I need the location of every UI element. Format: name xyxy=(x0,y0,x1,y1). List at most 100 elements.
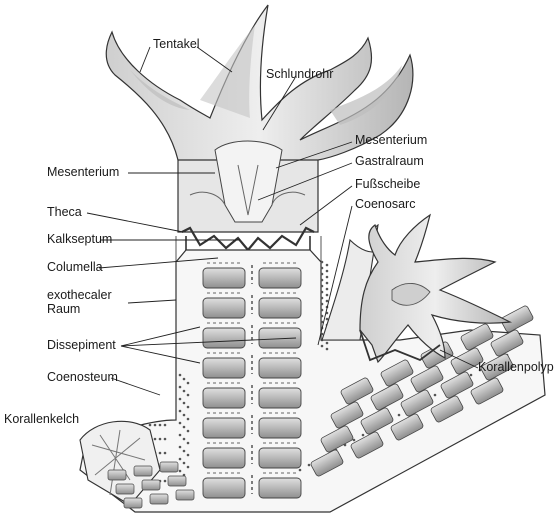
coenosteum-dot xyxy=(186,381,190,385)
branch-chamber xyxy=(340,377,374,405)
coenosteum-dot xyxy=(325,347,329,351)
skeleton-chamber xyxy=(258,477,302,499)
label-mesenterium-left: Mesenterium xyxy=(47,165,120,179)
branch-chamber xyxy=(430,395,464,423)
coenosteum-dot xyxy=(158,423,162,427)
side-polyp-crown xyxy=(359,213,513,364)
branch-chamber xyxy=(450,347,484,375)
skeleton-chamber xyxy=(202,267,246,289)
coenosteum-dot xyxy=(325,263,329,267)
coenosteum-dot xyxy=(182,377,186,381)
branch-chamber xyxy=(310,449,344,477)
skeleton-chamber xyxy=(202,327,246,349)
coenosteum-dot xyxy=(178,445,182,449)
coenosteum-dot xyxy=(325,341,329,345)
coenosteum-dot xyxy=(178,397,182,401)
coenosteum-dot xyxy=(178,433,182,437)
coenosteum-dot xyxy=(163,423,167,427)
branch-chamber xyxy=(133,465,153,477)
skeleton-chamber xyxy=(202,447,246,469)
branch-chamber xyxy=(480,353,514,381)
coenosteum-dot xyxy=(186,417,190,421)
branch-chamber xyxy=(141,479,161,491)
skeleton-chamber xyxy=(258,417,302,439)
skeleton-chamber xyxy=(202,297,246,319)
branch-chamber xyxy=(175,489,195,501)
label-exothecaler-raum: exothecaler Raum xyxy=(47,288,112,316)
coenosteum-dot xyxy=(178,373,182,377)
main-chambers xyxy=(202,262,302,499)
coenosteum-dot xyxy=(182,389,186,393)
branch-chamber xyxy=(159,461,179,473)
coenosteum-dot xyxy=(186,393,190,397)
coenosteum-dot xyxy=(433,393,437,397)
coenosteum-dot xyxy=(163,437,167,441)
label-coenosteum: Coenosteum xyxy=(47,370,118,384)
label-coenosarc: Coenosarc xyxy=(355,197,416,211)
branch-chamber xyxy=(470,377,504,405)
branch-chamber xyxy=(167,475,187,487)
skeleton-chamber xyxy=(202,357,246,379)
label-theca: Theca xyxy=(47,205,82,219)
coenosteum-dot xyxy=(361,433,365,437)
coenosteum-dot xyxy=(478,368,482,372)
coenosteum-dot xyxy=(320,332,324,336)
skeleton-chamber xyxy=(202,417,246,439)
branch-chamber xyxy=(360,407,394,435)
branch-chamber xyxy=(460,323,494,351)
coenosteum-dot xyxy=(148,423,152,427)
coenosteum-dot xyxy=(320,314,324,318)
branch-chamber xyxy=(370,383,404,411)
coenosteum-dot xyxy=(182,413,186,417)
coenosteum-dot xyxy=(158,451,162,455)
coenosteum-dot xyxy=(320,284,324,288)
coenosteum-dot xyxy=(320,302,324,306)
skeleton-chamber xyxy=(258,387,302,409)
branch-chamber xyxy=(149,493,169,505)
coenosteum-dot xyxy=(153,437,157,441)
branch-chamber xyxy=(400,389,434,417)
branch-chamber xyxy=(115,483,135,495)
branch-chamber xyxy=(320,425,354,453)
label-columella: Columella xyxy=(47,260,103,274)
coenosteum-dot xyxy=(186,429,190,433)
leader-lines xyxy=(86,46,479,396)
coenosteum-dot xyxy=(153,423,157,427)
coenosteum-dot xyxy=(163,451,167,455)
coenosteum-dot xyxy=(178,421,182,425)
coenosteum-dot xyxy=(182,425,186,429)
label-dissepiment: Dissepiment xyxy=(47,338,116,352)
coenosteum-dot xyxy=(307,463,311,467)
label-schlundrohr: Schlundrohr xyxy=(266,67,334,81)
coenosteum-dot xyxy=(178,469,182,473)
coenosteum-dot xyxy=(320,260,324,264)
label-tentakel: Tentakel xyxy=(153,37,200,51)
skeleton-chamber xyxy=(202,387,246,409)
branch-chamber xyxy=(500,305,534,333)
branch-chamber xyxy=(490,329,524,357)
coenosteum-dot xyxy=(163,479,167,483)
skeleton-chamber xyxy=(258,327,302,349)
skeleton-chamber xyxy=(258,357,302,379)
coenosteum-dot xyxy=(186,453,190,457)
coenosteum-dot xyxy=(325,281,329,285)
skeleton-main xyxy=(79,249,546,513)
branch-chamber xyxy=(390,413,424,441)
coenosteum-dot xyxy=(178,457,182,461)
coenosteum-dot xyxy=(186,465,190,469)
coenosteum-dot xyxy=(325,275,329,279)
skeleton-chamber xyxy=(258,447,302,469)
branch-chamber xyxy=(350,431,384,459)
branch-chamber xyxy=(107,469,127,481)
pharynx xyxy=(214,140,283,223)
coenosteum-dot xyxy=(186,441,190,445)
label-fussscheibe: Fußscheibe xyxy=(355,177,421,191)
coenosteum-dot xyxy=(325,317,329,321)
label-mesenterium-right: Mesenterium xyxy=(355,133,428,147)
coenosteum-dot xyxy=(178,409,182,413)
coenosteum-dot xyxy=(320,344,324,348)
skeleton-chamber xyxy=(202,477,246,499)
skeleton-chamber xyxy=(258,267,302,289)
coenosteum-dot xyxy=(320,296,324,300)
coenosteum-dot xyxy=(320,290,324,294)
